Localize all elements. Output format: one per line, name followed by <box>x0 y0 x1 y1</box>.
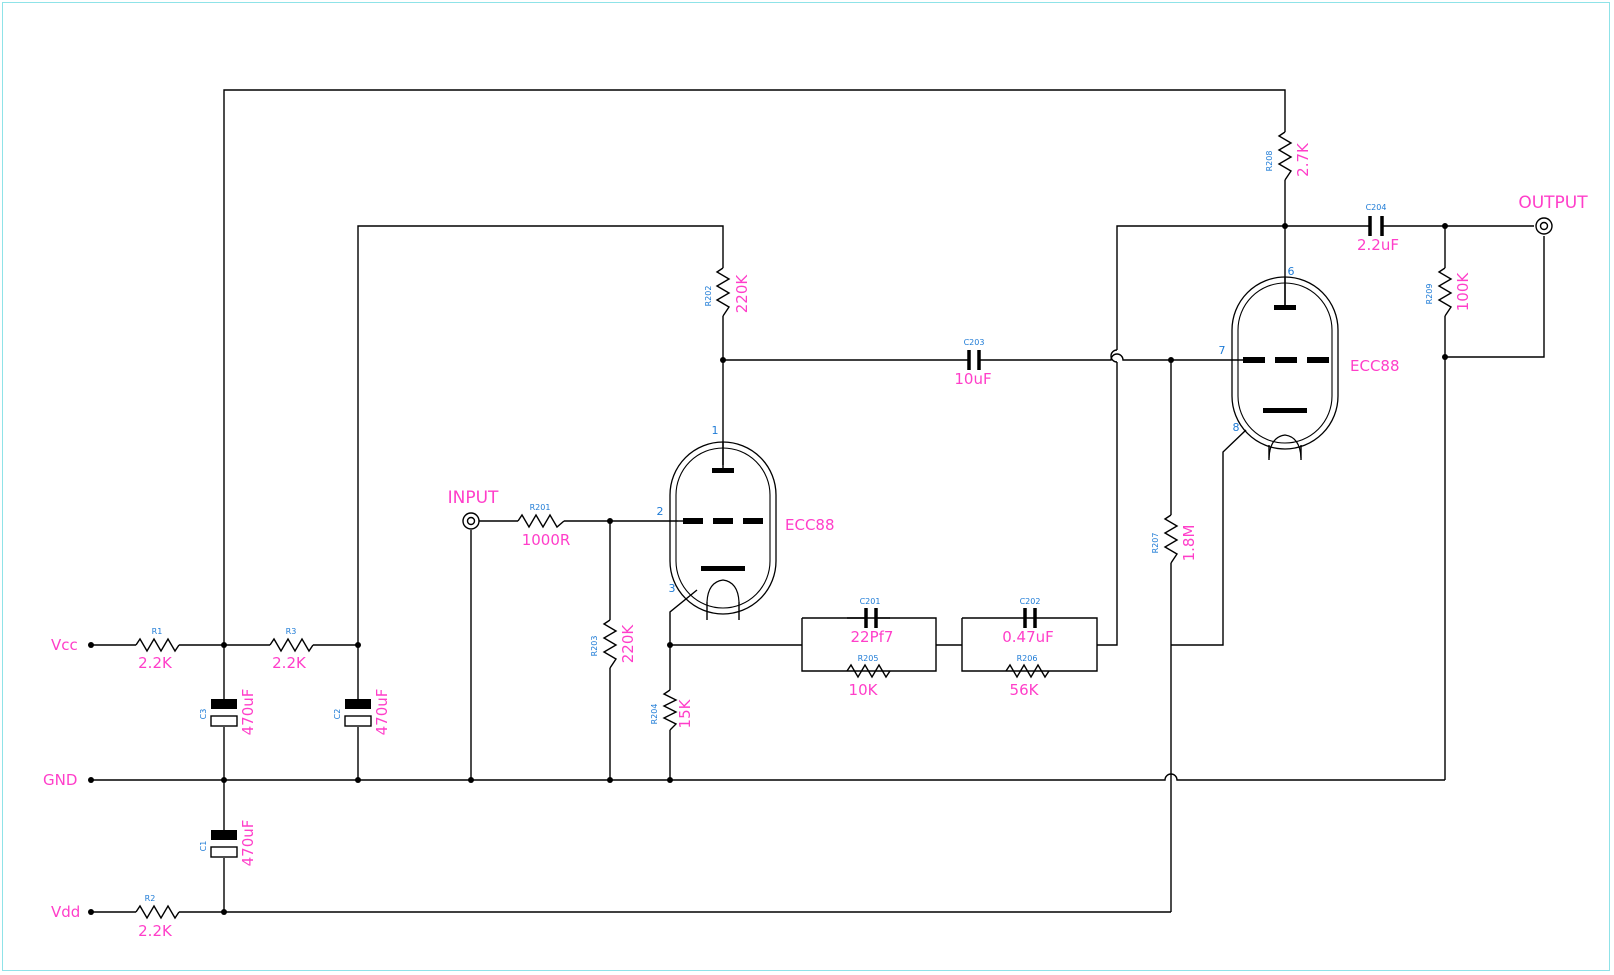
resistor-r202: R202 220K <box>704 267 751 317</box>
pin-number: 2 <box>657 505 664 518</box>
pin-number: 1 <box>712 424 719 437</box>
resistor-r209: R209 100K <box>1425 267 1472 317</box>
pin-number: 7 <box>1219 344 1226 357</box>
pin-number: 8 <box>1233 421 1240 434</box>
resistor-ref: R207 <box>1151 533 1160 554</box>
tube-type: ECC88 <box>785 516 835 534</box>
capacitor-c202: C202 0.47uF <box>1002 597 1054 646</box>
resistor-value: 220K <box>619 624 637 664</box>
capacitor-c1: C1 470uF <box>199 820 257 867</box>
pin-number: 3 <box>669 582 676 595</box>
capacitor-ref: C203 <box>964 338 985 347</box>
pin-number: 6 <box>1288 265 1295 278</box>
resistor-value: 1000R <box>522 531 571 549</box>
output-connector[interactable]: OUTPUT <box>1518 193 1588 235</box>
resistor-ref: R203 <box>590 636 599 657</box>
capacitor-value: 22Pf7 <box>851 628 894 646</box>
capacitor-c204: C204 2.2uF <box>1357 203 1399 254</box>
resistor-ref: R1 <box>152 627 163 636</box>
resistor-r204: R204 15K <box>650 689 694 731</box>
resistor-r3: R3 2.2K <box>269 627 314 672</box>
capacitor-ref: C202 <box>1020 597 1041 606</box>
tube-v2: 6 7 8 ECC88 <box>1219 265 1400 460</box>
resistor-r207: R207 1.8M <box>1151 514 1198 564</box>
resistor-r208: R208 2.7K <box>1265 131 1312 181</box>
resistor-value: 15K <box>676 698 694 728</box>
tube-type: ECC88 <box>1350 357 1400 375</box>
resistor-ref: R206 <box>1017 654 1038 663</box>
capacitor-c201: C201 22Pf7 <box>847 597 893 646</box>
capacitor-value: 2.2uF <box>1357 236 1399 254</box>
output-label: OUTPUT <box>1518 193 1588 213</box>
vdd-label: Vdd <box>51 903 80 921</box>
capacitor-value: 10uF <box>954 370 991 388</box>
resistor-ref: R208 <box>1265 151 1274 172</box>
capacitor-c203: C203 10uF <box>954 338 991 388</box>
resistor-value: 2.2K <box>272 654 307 672</box>
vcc-label: Vcc <box>51 636 78 654</box>
capacitor-ref: C2 <box>333 709 342 720</box>
resistor-ref: R3 <box>286 627 297 636</box>
resistor-value: 2.2K <box>138 922 173 940</box>
capacitor-value: 470uF <box>239 689 257 736</box>
input-label: INPUT <box>448 488 499 508</box>
resistor-value: 2.2K <box>138 654 173 672</box>
resistor-r206: R206 56K <box>1005 654 1050 699</box>
input-connector[interactable]: INPUT <box>448 488 499 530</box>
resistor-ref: R201 <box>530 503 551 512</box>
gnd-label: GND <box>43 771 77 789</box>
resistor-r205: R205 10K <box>846 654 891 699</box>
capacitor-ref: C201 <box>860 597 881 606</box>
resistor-value: 10K <box>849 681 879 699</box>
tube-v1: 1 2 3 ECC88 <box>657 424 835 620</box>
resistor-value: 2.7K <box>1294 142 1312 177</box>
capacitor-c2: C2 470uF <box>333 689 391 736</box>
resistor-ref: R205 <box>858 654 879 663</box>
capacitor-ref: C1 <box>199 841 208 852</box>
capacitor-value: 0.47uF <box>1002 628 1054 646</box>
resistor-value: 1.8M <box>1180 525 1198 562</box>
resistor-r1: R1 2.2K <box>135 627 180 672</box>
capacitor-value: 470uF <box>239 820 257 867</box>
resistor-ref: R202 <box>704 286 713 307</box>
resistor-value: 100K <box>1454 272 1472 312</box>
wires <box>91 89 1545 913</box>
resistor-value: 56K <box>1010 681 1040 699</box>
junctions <box>88 223 1448 915</box>
resistor-ref: R209 <box>1425 284 1434 305</box>
resistor-value: 220K <box>733 274 751 314</box>
resistor-ref: R204 <box>650 704 659 725</box>
capacitor-ref: C3 <box>199 709 208 720</box>
resistor-r2: R2 2.2K <box>135 894 180 940</box>
resistor-r201: R201 1000R <box>517 503 571 549</box>
resistor-ref: R2 <box>145 894 156 903</box>
capacitor-c3: C3 470uF <box>199 689 257 736</box>
capacitor-value: 470uF <box>373 689 391 736</box>
resistor-r203: R203 220K <box>590 619 637 669</box>
capacitor-ref: C204 <box>1366 203 1387 212</box>
